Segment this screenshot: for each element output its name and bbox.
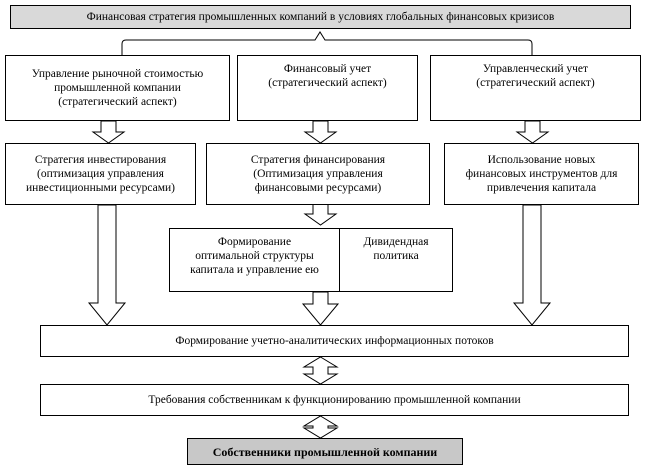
arrow-down-icon [91, 120, 126, 144]
dividend-policy-text: Дивидендная политика [363, 236, 429, 262]
requirements-text: Требования собственникам к функционирова… [148, 394, 521, 406]
financing-strategy-box: Стратегия финансирования (Оптимизация уп… [206, 143, 430, 205]
new-instruments-box: Использование новых финансовых инструмен… [444, 143, 639, 205]
owners-text: Собственники промышленной компании [212, 444, 438, 459]
financial-accounting-text: Финансовый учет (стратегический аспект) [268, 63, 387, 89]
requirements-box: Требования собственникам к функционирова… [40, 384, 629, 416]
financial-accounting-box: Финансовый учет (стратегический аспект) [237, 55, 418, 121]
double-arrow-icon [302, 415, 339, 439]
info-flows-text: Формирование учетно-аналитических информ… [175, 335, 494, 347]
strategy-title-text: Финансовая стратегия промышленных компан… [86, 11, 555, 23]
double-arrow-icon [302, 356, 339, 385]
strategy-title-box: Финансовая стратегия промышленных компан… [10, 5, 631, 29]
arrow-down-icon [87, 204, 127, 326]
arrow-down-icon [515, 120, 550, 144]
info-flows-box: Формирование учетно-аналитических информ… [40, 325, 629, 357]
arrow-down-icon [303, 120, 338, 144]
management-accounting-text: Управленческий учет (стратегический аспе… [476, 63, 595, 89]
brace-connector [121, 31, 533, 55]
investment-strategy-text: Стратегия инвестирования (оптимизация уп… [26, 154, 175, 194]
dividend-policy-box: Дивидендная политика [339, 228, 453, 292]
investment-strategy-box: Стратегия инвестирования (оптимизация уп… [5, 143, 196, 205]
market-value-box: Управление рыночной стоимостью промышлен… [5, 55, 230, 121]
new-instruments-text: Использование новых финансовых инструмен… [465, 154, 618, 194]
arrow-down-icon [301, 291, 340, 326]
arrow-down-icon [512, 204, 552, 326]
arrow-down-icon [303, 203, 338, 226]
financing-strategy-text: Стратегия финансирования (Оптимизация уп… [250, 154, 386, 194]
owners-box: Собственники промышленной компании [187, 438, 463, 465]
capital-structure-text: Формирование оптимальной структуры капит… [190, 236, 319, 276]
management-accounting-box: Управленческий учет (стратегический аспе… [430, 55, 641, 121]
capital-structure-box: Формирование оптимальной структуры капит… [169, 228, 340, 292]
market-value-text: Управление рыночной стоимостью промышлен… [31, 68, 204, 108]
